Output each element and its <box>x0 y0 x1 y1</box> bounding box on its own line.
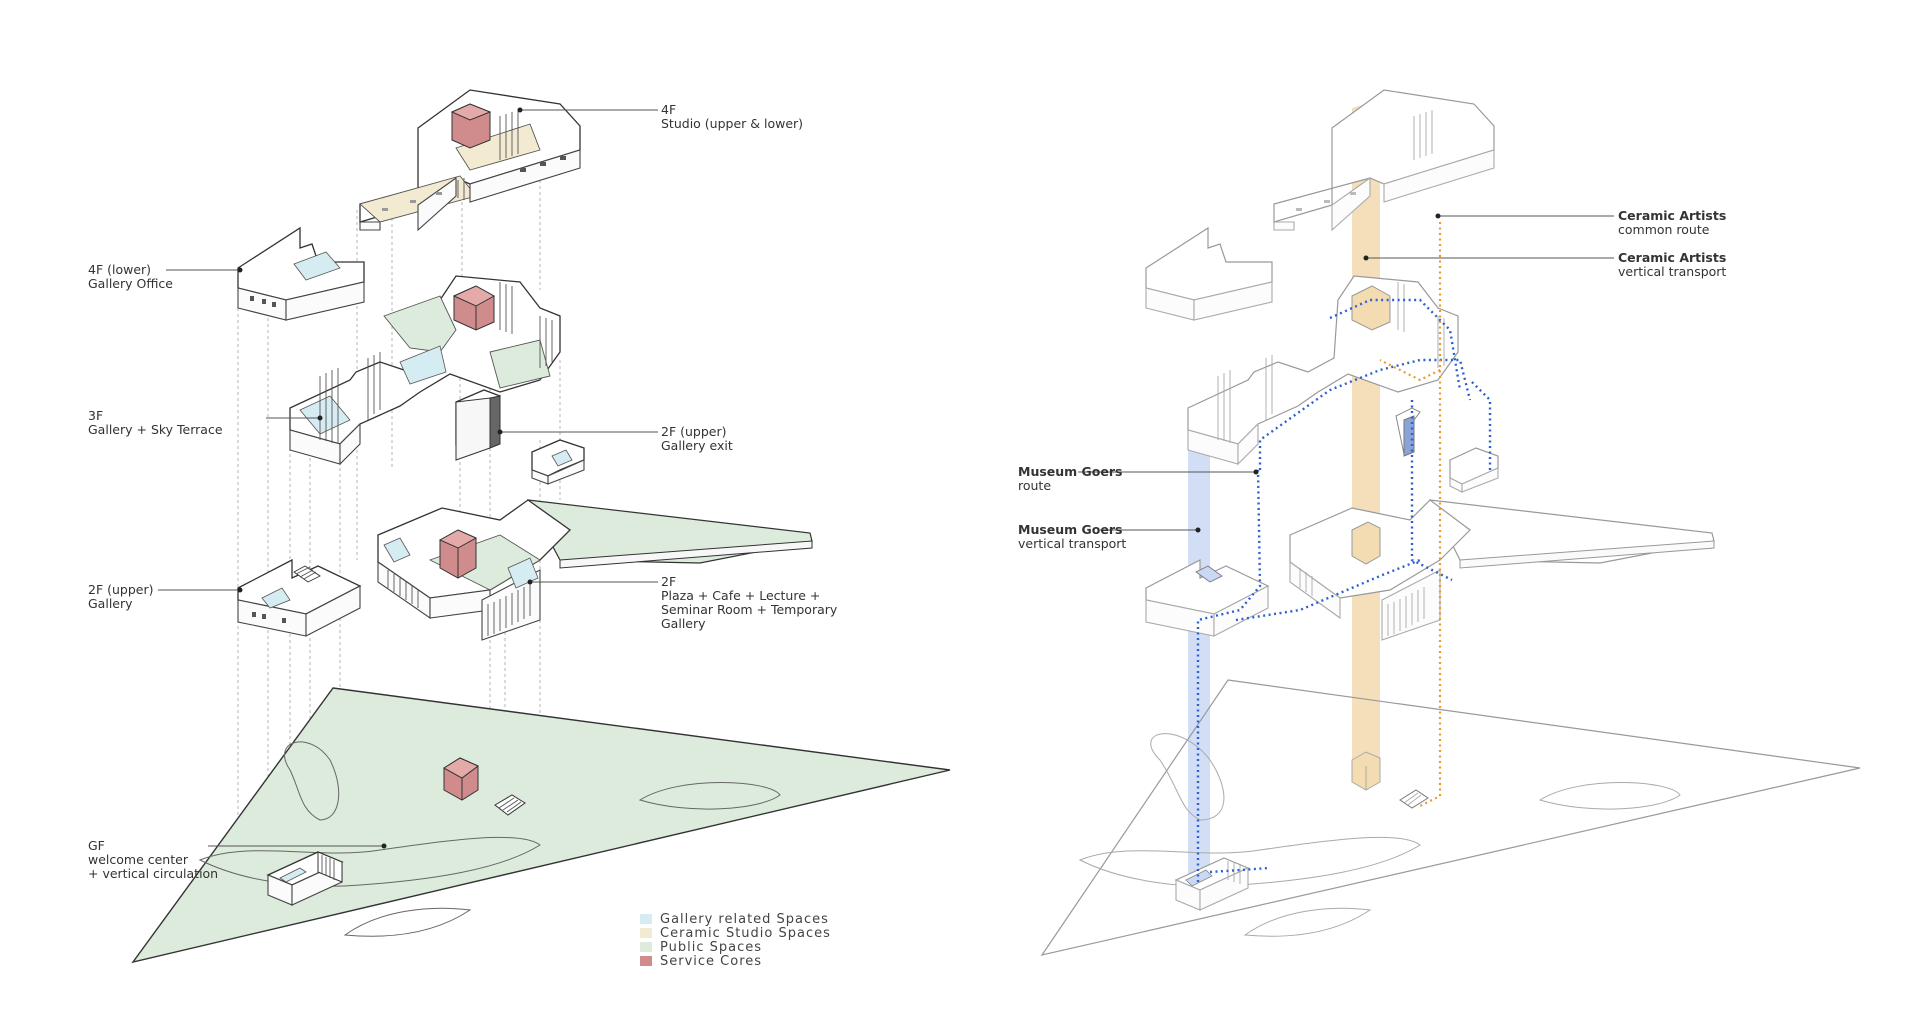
label-museum-vertical-title: Museum Goers <box>1018 522 1122 537</box>
label-ceramic-vertical-title: Ceramic Artists <box>1618 250 1726 265</box>
label-2f-upper-title: 2F (upper) <box>88 582 154 597</box>
right-gf-stair <box>1399 789 1429 809</box>
label-2f-upper-sub: Gallery <box>88 596 133 611</box>
legend-swatch-studio <box>640 928 652 938</box>
legend-label-studio: Ceramic Studio Spaces <box>660 926 831 941</box>
f3-gallery-block <box>289 275 561 466</box>
label-4f-sub: Studio (upper & lower) <box>661 116 803 131</box>
legend-label-gallery: Gallery related Spaces <box>660 912 829 927</box>
f4-studio-block <box>359 89 581 232</box>
right-labels: Ceramic Artists common route Ceramic Art… <box>1018 208 1726 551</box>
right-f4-lower <box>1145 226 1273 321</box>
right-f3 <box>1187 275 1459 466</box>
gf-welcome-center <box>266 851 344 906</box>
left-exploded-axonometric: 4F Studio (upper & lower) 4F (lower) Gal… <box>88 89 951 969</box>
label-4f-lower-sub: Gallery Office <box>88 276 173 291</box>
label-gf-line2: + vertical circulation <box>88 866 218 881</box>
right-gf-welcome <box>1174 857 1250 911</box>
gf-public-plane <box>131 687 951 964</box>
label-2f-line3: Gallery <box>661 616 706 631</box>
label-museum-route-sub: route <box>1018 478 1051 493</box>
legend-swatch-public <box>640 942 652 952</box>
legend-swatch-core <box>640 956 652 966</box>
legend-swatch-gallery <box>640 914 652 924</box>
label-2f-line1: Plaza + Cafe + Lecture + <box>661 588 820 603</box>
label-3f-sub: Gallery + Sky Terrace <box>88 422 223 437</box>
right-circulation-axonometric: Ceramic Artists common route Ceramic Art… <box>1018 89 1861 956</box>
legend-label-core: Service Cores <box>660 954 762 969</box>
label-2f-upper-exit-title: 2F (upper) <box>661 424 727 439</box>
right-site-outline <box>1040 679 1861 956</box>
label-museum-vertical-sub: vertical transport <box>1018 536 1126 551</box>
right-f2-upper-exit <box>1395 407 1499 493</box>
f2-plaza-block <box>377 499 813 641</box>
left-labels: 4F Studio (upper & lower) 4F (lower) Gal… <box>88 102 838 881</box>
museum-goers-route <box>1196 298 1492 882</box>
left-leaders <box>158 107 658 849</box>
f4-lower-office-block <box>237 226 365 321</box>
ceramic-artists-route <box>1379 222 1442 807</box>
label-2f-line2: Seminar Room + Temporary <box>661 602 838 617</box>
gf-site-plane <box>131 687 951 964</box>
label-4f-title: 4F <box>661 102 676 117</box>
f2-upper-exit-block <box>455 389 585 485</box>
label-ceramic-route-title: Ceramic Artists <box>1618 208 1726 223</box>
label-ceramic-vertical-sub: vertical transport <box>1618 264 1726 279</box>
right-f4-studio <box>1273 89 1495 232</box>
f2-upper-gallery-block <box>237 558 362 637</box>
right-f2-plaza <box>1289 499 1715 641</box>
label-3f-title: 3F <box>88 408 103 423</box>
legend-label-public: Public Spaces <box>660 940 762 955</box>
label-museum-route-title: Museum Goers <box>1018 464 1122 479</box>
right-f2-upper <box>1145 559 1270 637</box>
legend: Gallery related Spaces Ceramic Studio Sp… <box>640 912 831 969</box>
label-2f-title: 2F <box>661 574 676 589</box>
label-4f-lower-title: 4F (lower) <box>88 262 151 277</box>
label-2f-upper-exit-sub: Gallery exit <box>661 438 733 453</box>
right-leaders <box>1078 213 1614 533</box>
label-gf-title: GF <box>88 838 105 853</box>
gf-stair <box>494 794 526 816</box>
ceramic-vertical-band <box>1352 100 1380 766</box>
label-ceramic-route-sub: common route <box>1618 222 1710 237</box>
label-gf-line1: welcome center <box>88 852 189 867</box>
